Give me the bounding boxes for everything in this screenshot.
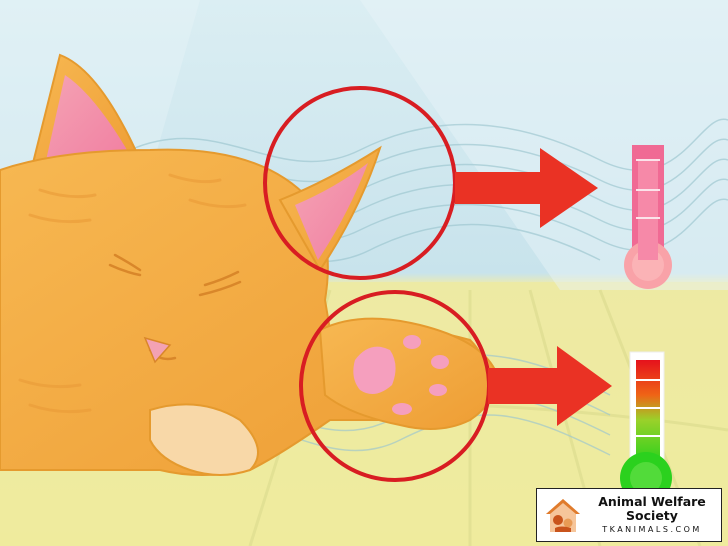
thermometer-fill	[638, 160, 658, 260]
logo-title: Animal Welfare	[598, 494, 706, 509]
cat	[0, 53, 497, 476]
logo-subtitle: Society	[626, 508, 678, 523]
logo-text: Animal Welfare Society TKANIMALS.COM	[587, 495, 717, 536]
house-pets-icon	[546, 499, 580, 532]
cat-left-eye-lash	[113, 253, 142, 272]
thermometer-fill	[636, 360, 660, 460]
cat-right-eye	[198, 280, 242, 297]
cat-right-eye-lash	[203, 270, 240, 287]
cat-nose	[143, 336, 172, 364]
ear-thermometer	[624, 145, 672, 289]
animal-welfare-society-logo: Animal Welfare Society TKANIMALS.COM	[536, 488, 722, 542]
cat-front-paw	[149, 403, 259, 476]
cat-right-ear-inner	[295, 163, 368, 260]
ear-right-arrow	[455, 148, 598, 228]
paw-right-arrow	[488, 346, 612, 426]
fur-stripes	[18, 173, 247, 414]
cat-left-eye	[108, 263, 142, 277]
cat-left-ear-inner	[45, 75, 130, 165]
logo-website: TKANIMALS.COM	[602, 525, 702, 534]
paw-pads	[353, 335, 449, 415]
